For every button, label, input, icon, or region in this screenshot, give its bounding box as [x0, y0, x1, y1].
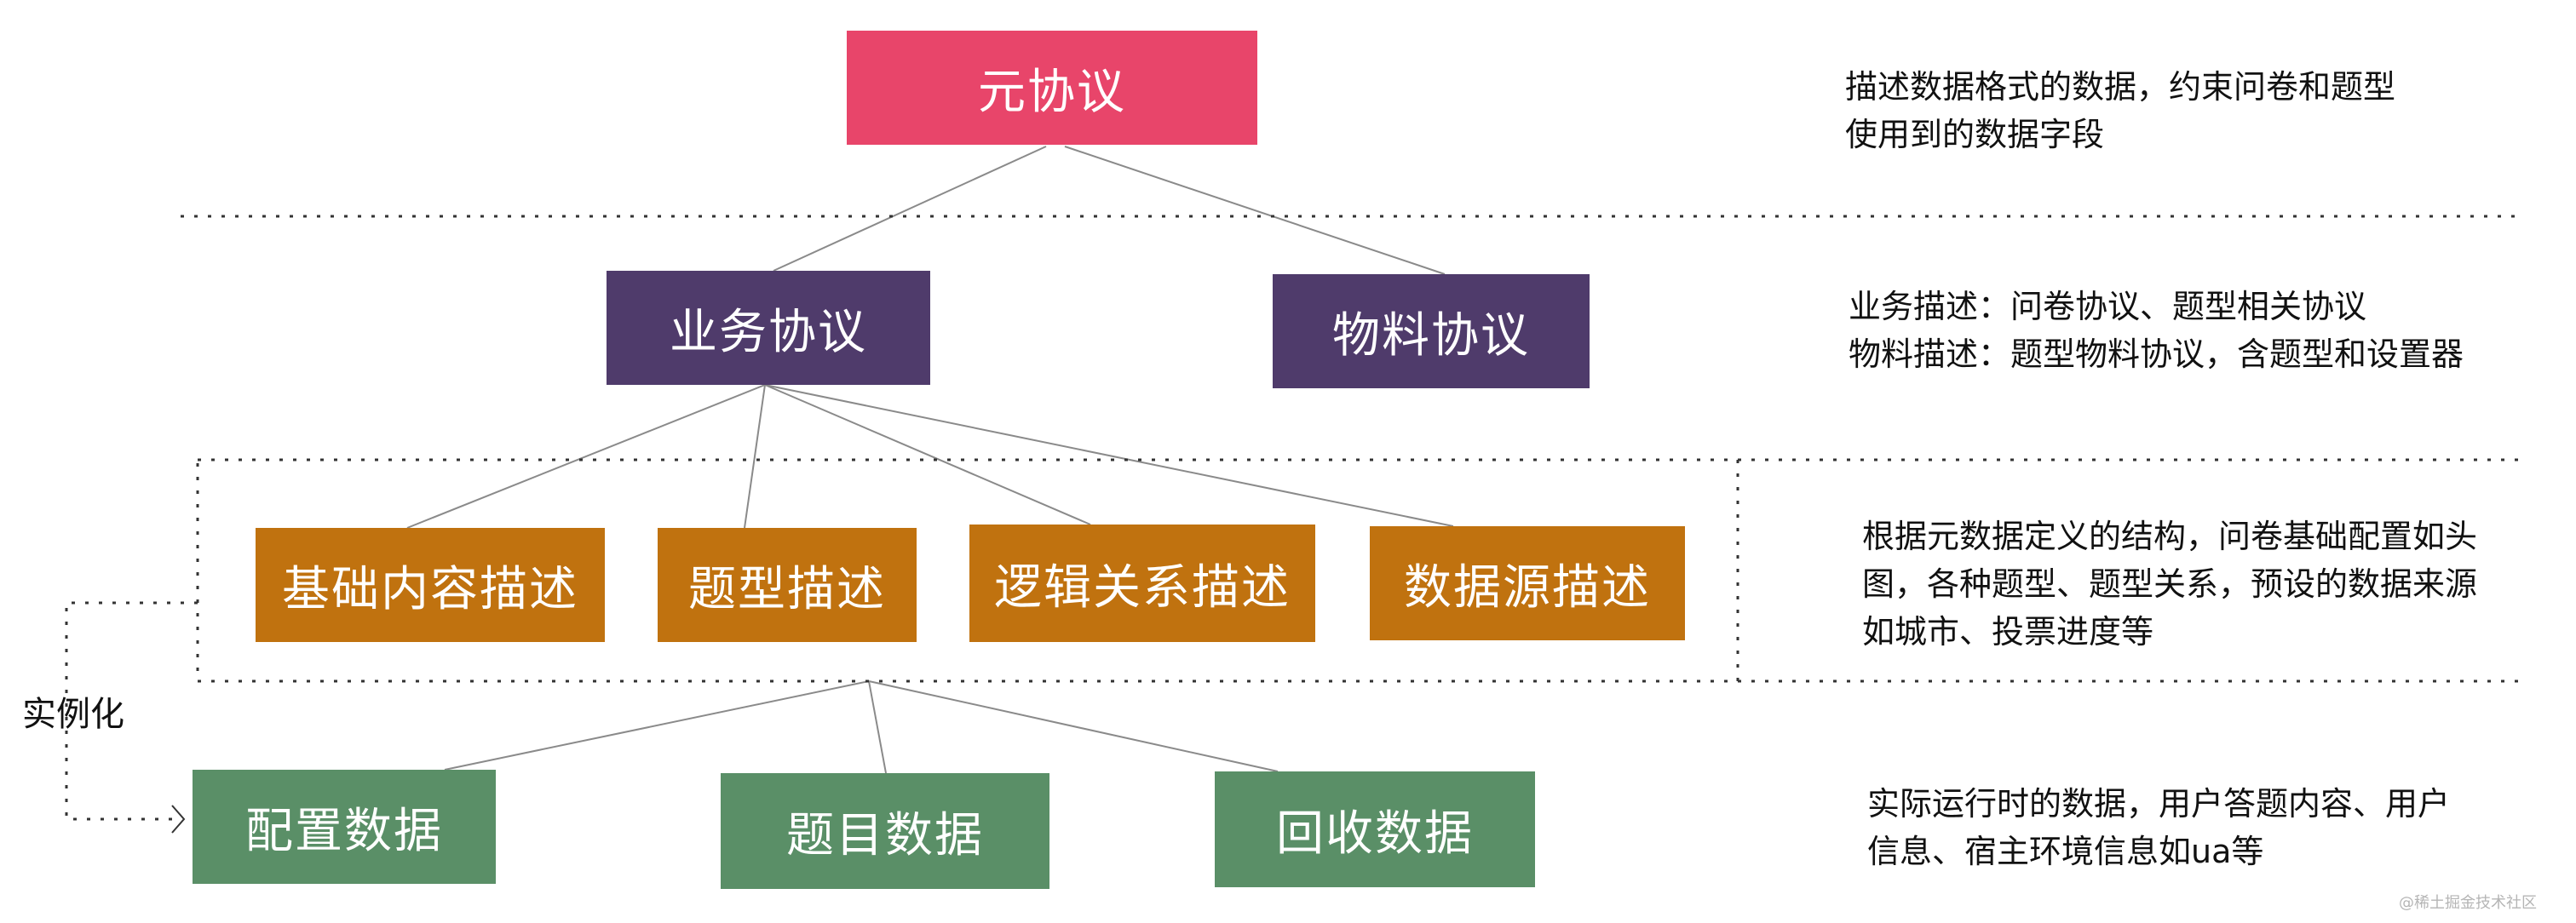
- level2-description: 业务描述：问卷协议、题型相关协议 物料描述：题型物料协议，含题型和设置器: [1849, 283, 2464, 378]
- link-instance-config: [444, 680, 870, 771]
- link-meta-business: [773, 146, 1047, 272]
- question-type-desc-node: 题型描述: [658, 528, 917, 642]
- level4-description: 实际运行时的数据，用户答题内容、用户 信息、宿主环境信息如ua等: [1867, 780, 2450, 875]
- link-business-basic: [406, 384, 766, 529]
- describe-group-frame: [196, 458, 1739, 683]
- question-data-label: 题目数据: [786, 807, 984, 863]
- collect-data-label: 回收数据: [1276, 805, 1474, 862]
- link-business-logic: [764, 384, 1091, 525]
- collect-data-node: 回收数据: [1215, 771, 1535, 887]
- level2-description-line: 业务描述：问卷协议、题型相关协议: [1849, 288, 2367, 325]
- business-protocol-node: 业务协议: [607, 271, 930, 385]
- watermark: @稀土掘金技术社区: [2399, 894, 2537, 912]
- question-type-desc-label: 题型描述: [688, 561, 886, 617]
- level4-description-line: 实际运行时的数据，用户答题内容、用户: [1867, 785, 2451, 823]
- material-protocol-node: 物料协议: [1273, 274, 1590, 388]
- datasource-desc-label: 数据源描述: [1404, 559, 1651, 616]
- level1-description-line: 描述数据格式的数据，约束问卷和题型: [1845, 68, 2396, 106]
- config-data-node: 配置数据: [193, 770, 496, 884]
- basic-content-desc-node: 基础内容描述: [256, 528, 605, 642]
- basic-content-desc-label: 基础内容描述: [282, 561, 578, 617]
- logic-relation-desc-node: 逻辑关系描述: [969, 525, 1315, 642]
- meta-protocol-node: 元协议: [847, 31, 1257, 145]
- link-meta-material: [1064, 146, 1446, 275]
- level1-description-line: 使用到的数据字段: [1845, 116, 2105, 153]
- level3-description-line: 如城市、投票进度等: [1862, 613, 2154, 651]
- datasource-desc-node: 数据源描述: [1370, 526, 1685, 640]
- level3-description: 根据元数据定义的结构，问卷基础配置如头 图，各种题型、题型关系，预设的数据来源 …: [1862, 513, 2477, 656]
- business-protocol-label: 业务协议: [670, 304, 867, 360]
- material-protocol-label: 物料协议: [1332, 307, 1530, 364]
- logic-relation-desc-label: 逻辑关系描述: [994, 559, 1291, 616]
- config-data-label: 配置数据: [245, 803, 443, 859]
- question-data-node: 题目数据: [721, 773, 1049, 889]
- instantiate-arrow-tip: [171, 805, 186, 834]
- level3-description-line: 根据元数据定义的结构，问卷基础配置如头: [1862, 518, 2478, 555]
- meta-protocol-label: 元协议: [978, 64, 1126, 120]
- level1-description: 描述数据格式的数据，约束问卷和题型 使用到的数据字段: [1845, 63, 2395, 158]
- link-business-datasource: [764, 384, 1454, 527]
- level4-description-line: 信息、宿主环境信息如ua等: [1867, 833, 2264, 870]
- link-instance-question: [868, 680, 887, 774]
- link-business-questiontype: [744, 384, 766, 529]
- link-instance-collect: [868, 680, 1279, 772]
- level2-description-line: 物料描述：题型物料协议，含题型和设置器: [1849, 335, 2464, 373]
- level3-description-line: 图，各种题型、题型关系，预设的数据来源: [1862, 565, 2478, 603]
- instantiate-label: 实例化: [22, 695, 124, 734]
